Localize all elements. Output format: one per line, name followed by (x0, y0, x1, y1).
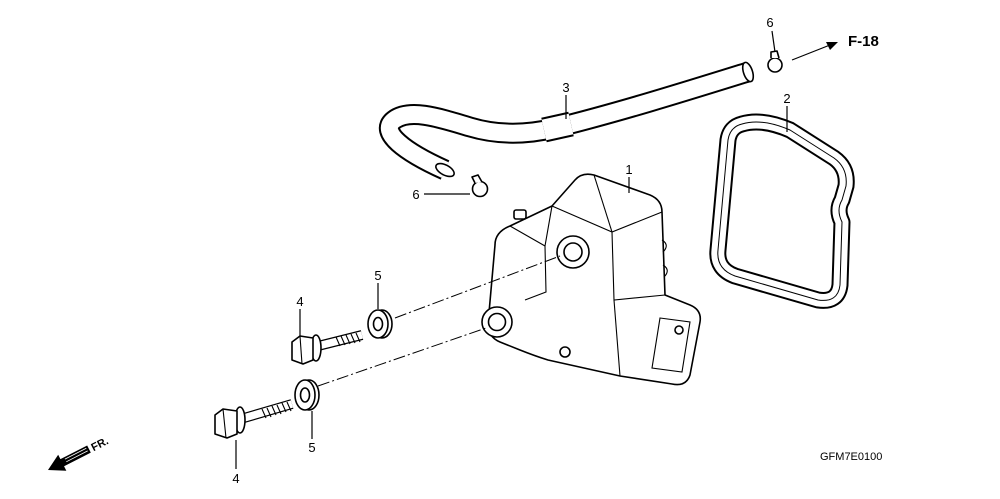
clamp-upper (767, 50, 783, 73)
callout-hose: 3 (562, 80, 569, 95)
leader-lines (235, 30, 788, 469)
cover-gasket (709, 113, 855, 309)
callout-clamp-upper: 6 (766, 15, 773, 30)
callout-bolt-upper: 4 (296, 294, 303, 309)
diagram-code: GFM7E0100 (820, 451, 882, 463)
callout-washer-upper: 5 (374, 268, 381, 283)
reference-arrow (791, 42, 838, 61)
alignment-line-lower (317, 327, 487, 387)
cylinder-head-cover (481, 173, 702, 386)
callout-gasket: 2 (783, 91, 790, 106)
reference-label: F-18 (848, 33, 879, 50)
front-direction-label: FR. (89, 435, 110, 454)
front-direction-arrow-icon: FR. (48, 435, 111, 471)
callout-bolt-lower: 4 (232, 471, 239, 486)
washer-upper (367, 309, 393, 339)
alignment-line-upper (394, 255, 561, 319)
washer-lower (294, 379, 320, 411)
bolt-upper (291, 330, 364, 365)
callout-washer-lower: 5 (308, 440, 315, 455)
callout-clamp-lower: 6 (412, 187, 419, 202)
clamp-lower (471, 174, 489, 198)
breather-hose (379, 61, 755, 180)
bolt-lower (214, 399, 294, 439)
callout-cover: 1 (625, 162, 632, 177)
